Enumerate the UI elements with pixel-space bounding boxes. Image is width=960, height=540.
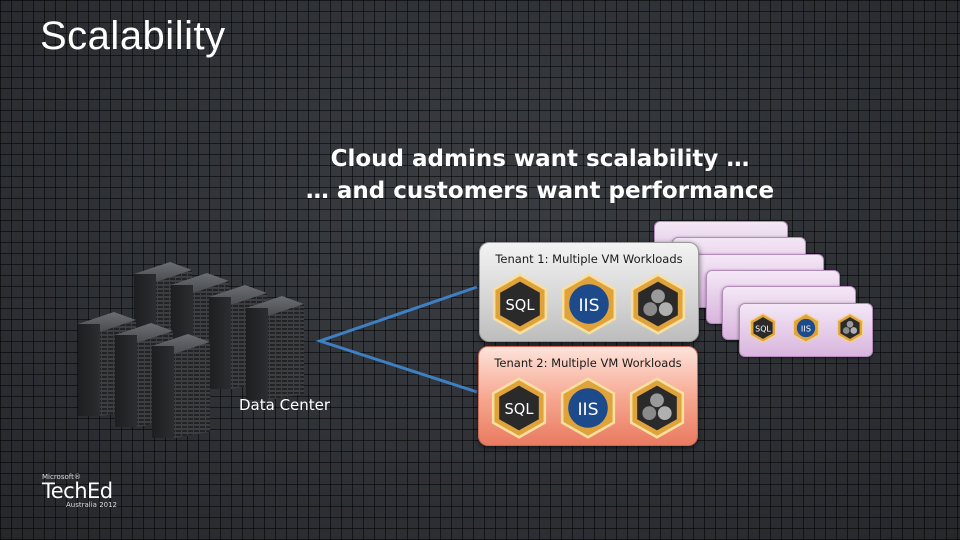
sql-icon: SQL <box>749 313 777 343</box>
subtitle: Cloud admins want scalability … … and cu… <box>280 143 800 207</box>
connector-lines <box>315 285 478 394</box>
subtitle-line-1: Cloud admins want scalability … <box>330 146 750 172</box>
database-stack-icon <box>836 313 864 343</box>
server-rack <box>134 262 192 366</box>
page-title: Scalability <box>40 14 226 58</box>
svg-text:IIS: IIS <box>577 400 598 420</box>
database-stack-icon <box>629 377 685 439</box>
tenant-2-label: Tenant 2: Multiple VM Workloads <box>494 356 682 370</box>
svg-text:SQL: SQL <box>505 401 535 418</box>
iis-icon: IIS <box>792 313 820 343</box>
server-rack <box>115 323 173 427</box>
logo-edition: Australia 2012 <box>66 501 118 509</box>
tenant-1-label: Tenant 1: Multiple VM Workloads <box>495 252 683 266</box>
server-rack <box>246 296 304 400</box>
server-rack <box>209 285 267 389</box>
iis-icon: IIS <box>561 273 617 335</box>
stack-card: SQL IIS <box>739 303 873 357</box>
subtitle-line-2: … and customers want performance <box>305 178 775 204</box>
teched-logo: Microsoft® TechEd Australia 2012 <box>42 473 117 509</box>
sql-icon: SQL <box>492 273 548 335</box>
server-rack <box>152 334 210 438</box>
tenant-2-card: Tenant 2: Multiple VM Workloads SQL IIS <box>478 346 698 446</box>
datacenter-label: Data Center <box>239 396 331 414</box>
database-stack-icon <box>630 273 686 335</box>
logo-microsoft: Microsoft® <box>42 473 81 481</box>
svg-text:IIS: IIS <box>801 323 811 333</box>
server-rack <box>171 273 229 377</box>
tenant-1-card: Tenant 1: Multiple VM Workloads SQL IIS <box>479 242 699 342</box>
iis-icon: IIS <box>560 377 616 439</box>
server-rack <box>78 312 136 416</box>
logo-brand: TechEd <box>42 479 113 503</box>
sql-icon: SQL <box>491 377 547 439</box>
svg-text:SQL: SQL <box>506 297 536 314</box>
svg-text:IIS: IIS <box>578 296 599 316</box>
svg-text:SQL: SQL <box>755 324 771 333</box>
